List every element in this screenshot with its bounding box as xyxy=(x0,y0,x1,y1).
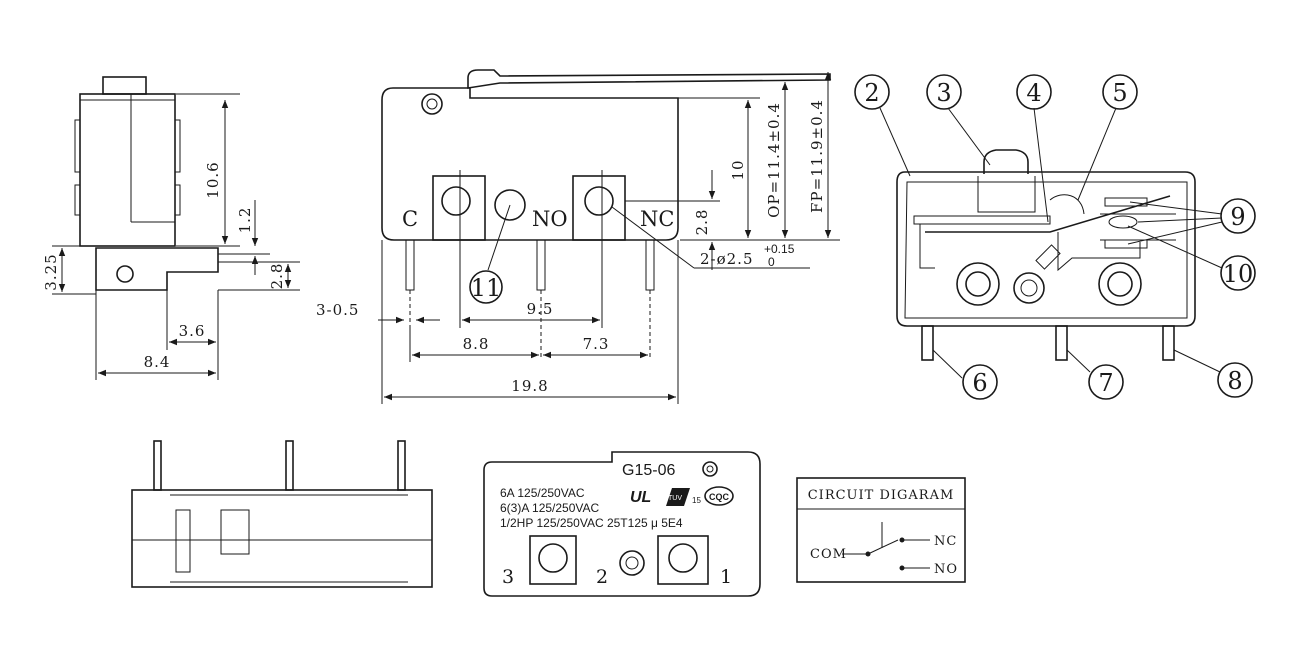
circuit-com-label: COM xyxy=(810,547,847,562)
callout-4: 4 xyxy=(1026,79,1041,107)
circuit-title: CIRCUIT DIGARAM xyxy=(808,488,955,503)
terminal-label-c: C xyxy=(402,207,418,231)
tuv-mark-label: TUV xyxy=(668,495,682,502)
dim-hole: 2-ø2.5 xyxy=(700,250,754,268)
dim-8-4: 8.4 xyxy=(144,353,171,371)
callout-8: 8 xyxy=(1227,367,1242,395)
dim-7-3: 7.3 xyxy=(583,335,610,353)
tuv-mark-icon: TUV 15 xyxy=(666,488,701,506)
dim-10: 10 xyxy=(729,159,747,180)
pin-number-1: 1 xyxy=(720,566,732,588)
dim-fp: FP=11.9±0.4 xyxy=(808,99,826,213)
pin-number-2: 2 xyxy=(596,566,608,588)
front-view-dims: 10 OP=11.4±0.4 FP=11.9±0.4 2.8 2-ø2.5 +0… xyxy=(316,72,840,404)
internal-view: 2 3 4 5 6 7 8 9 10 xyxy=(854,74,1256,400)
callout-2: 2 xyxy=(864,79,879,107)
dim-3-6: 3.6 xyxy=(179,322,206,340)
cqc-mark-label: CQC xyxy=(709,492,730,502)
dim-19-8: 19.8 xyxy=(511,377,548,395)
dim-2-8-side: 2.8 xyxy=(268,263,286,290)
cqc-mark-icon: CQC xyxy=(704,486,734,506)
callout-3: 3 xyxy=(936,79,951,107)
dim-3-0-5: 3-0.5 xyxy=(316,301,359,319)
side-view-dims: 10.6 1.2 3.25 2.8 3.6 8.4 xyxy=(42,93,300,380)
internal-callouts: 2 3 4 5 6 7 8 9 10 xyxy=(854,74,1256,400)
dim-8-8: 8.8 xyxy=(463,335,490,353)
callout-11: 11 xyxy=(469,204,511,304)
pin-number-3: 3 xyxy=(502,566,514,588)
rating-line-2: 6(3)A 125/250VAC xyxy=(500,501,600,515)
side-view: 10.6 1.2 3.25 2.8 3.6 8.4 xyxy=(42,76,300,380)
dim-1-2: 1.2 xyxy=(236,207,254,234)
circuit-nc-label: NC xyxy=(934,534,957,549)
dim-3-25: 3.25 xyxy=(42,253,60,290)
dim-op: OP=11.4±0.4 xyxy=(765,102,783,218)
callout-11-label: 11 xyxy=(471,274,502,302)
callout-7: 7 xyxy=(1098,369,1113,397)
actuator-lever xyxy=(467,69,831,89)
circuit-no-label: NO xyxy=(934,562,958,577)
side-view-body xyxy=(74,76,219,291)
dim-hole-tol-upper: +0.15 xyxy=(764,242,795,256)
bottom-view xyxy=(131,440,433,588)
callout-10: 10 xyxy=(1223,260,1254,288)
dim-10-6: 10.6 xyxy=(204,161,222,198)
label-view: G15-06 6A 125/250VAC 6(3)A 125/250VAC 1/… xyxy=(483,451,761,597)
model-number: G15-06 xyxy=(622,462,675,479)
ul-mark-icon: UL xyxy=(630,489,651,506)
dim-2-8-front: 2.8 xyxy=(693,209,711,236)
front-view-body xyxy=(381,69,831,241)
front-view-pins xyxy=(405,239,655,360)
callout-6: 6 xyxy=(972,369,987,397)
front-view: C NO NC 11 10 OP=11.4±0.4 FP=11.9±0.4 2.… xyxy=(316,69,840,404)
ul-mark-label: UL xyxy=(630,489,651,506)
dim-9-5: 9.5 xyxy=(527,300,554,318)
terminal-label-no: NO xyxy=(532,207,568,231)
plunger xyxy=(983,149,1029,174)
rating-line-3: 1/2HP 125/250VAC 25T125 μ 5E4 xyxy=(500,516,683,530)
terminal-label-nc: NC xyxy=(640,207,674,231)
callout-9: 9 xyxy=(1230,203,1245,231)
rating-line-1: 6A 125/250VAC xyxy=(500,486,585,500)
tuv-mark-suffix: 15 xyxy=(692,496,701,505)
callout-5: 5 xyxy=(1112,79,1127,107)
circuit-diagram: CIRCUIT DIGARAM COM NC NO xyxy=(796,477,966,583)
dim-hole-tol-lower: 0 xyxy=(768,255,775,269)
